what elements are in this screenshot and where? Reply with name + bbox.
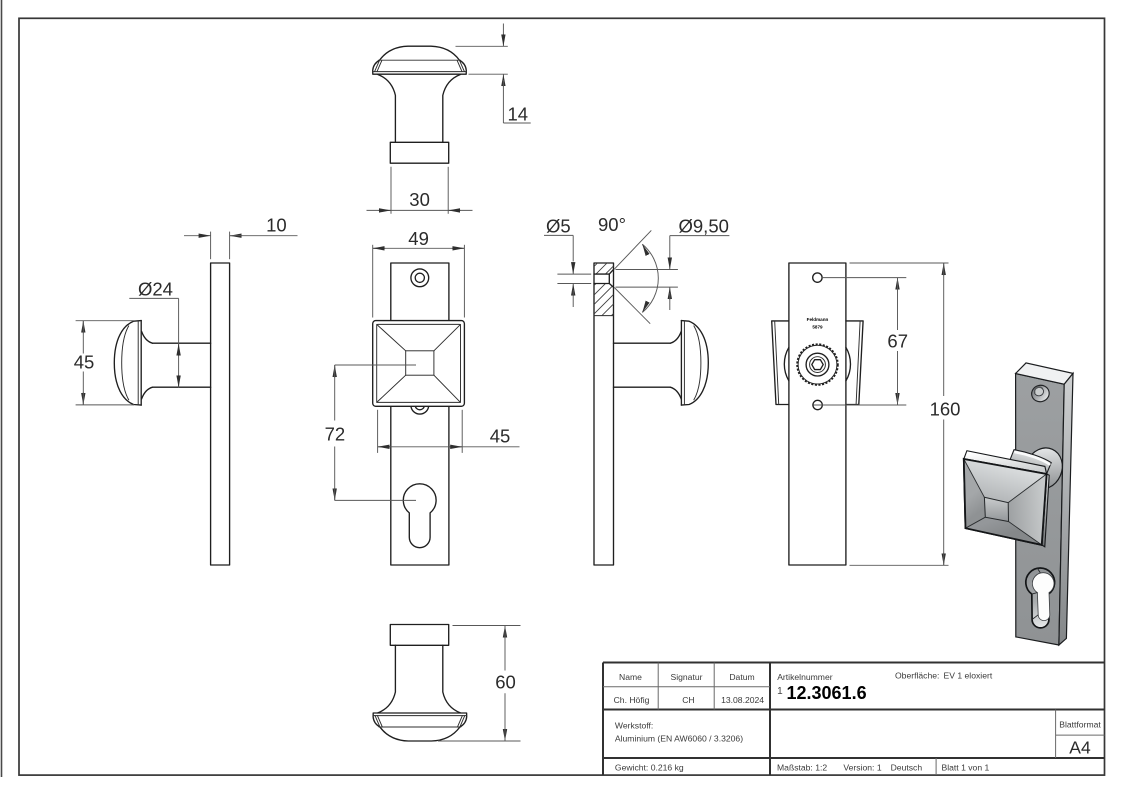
titleblock-scale: Maßstab: 1:2 <box>777 762 827 772</box>
dim-text-cap-height: 14 <box>508 104 529 125</box>
dim-72: 72 <box>325 364 416 501</box>
view-side-left: 10 Ø24 45 <box>74 214 298 566</box>
rear-stamp-line2: 5879 <box>812 324 823 329</box>
view-knob-bottom: 60 <box>372 623 521 742</box>
dim-text-plate-thickness: 10 <box>266 214 287 235</box>
dim-text-countersink-diameter: Ø9,50 <box>679 215 729 236</box>
view-3d <box>962 362 1075 647</box>
title-block: Name Signatur Datum Ch. Höfig CH 13.08.2… <box>602 661 1105 775</box>
dim-30: 30 <box>366 166 473 214</box>
titleblock-material-label: Werkstoff: <box>615 720 653 730</box>
title-block-texts: Name Signatur Datum Ch. Höfig CH 13.08.2… <box>614 671 1102 773</box>
titleblock-surface-value: EV 1 eloxiert <box>944 671 993 681</box>
dim-text-total-height: 60 <box>495 672 516 693</box>
3d-keyhole <box>1024 567 1056 629</box>
titleblock-format-value: A4 <box>1069 737 1091 757</box>
dim-160: 160 <box>849 262 961 566</box>
titleblock-signature-value: CH <box>682 695 694 705</box>
3d-knob <box>962 450 1050 548</box>
dim-text-knob-base-width: 45 <box>490 426 511 447</box>
titleblock-material-value: Aluminium (EN AW6060 / 3.3206) <box>615 734 743 744</box>
dim-countersink-diameter: Ø9,50 <box>615 215 730 310</box>
dim-text-knob-height-side: 45 <box>74 352 95 373</box>
3d-screw-hole <box>1031 384 1050 403</box>
titleblock-version: Version: 1 <box>843 762 881 772</box>
titleblock-article-number: 12.3061.6 <box>787 683 867 703</box>
dim-text-center-distance: 72 <box>325 423 346 444</box>
front-top-screw-countersink <box>410 268 430 288</box>
rear-hex-socket <box>811 358 824 371</box>
view-rear: Feldmann 5879 67 160 <box>771 262 961 566</box>
dim-text-knob-width: 49 <box>408 228 429 249</box>
dim-countersink-angle: 90° <box>598 214 659 325</box>
title-block-lines <box>602 661 1105 775</box>
dim-49: 49 <box>372 228 465 318</box>
titleblock-signature-label: Signatur <box>670 672 702 682</box>
view-front: 49 72 45 <box>325 228 520 566</box>
dim-text-neck-diameter: Ø24 <box>138 278 173 299</box>
side-left-geometry <box>113 262 231 566</box>
dim-text-hole-spacing: 67 <box>887 331 908 352</box>
titleblock-format-label: Blattformat <box>1059 720 1101 730</box>
titleblock-date-value: 13.08.2024 <box>721 695 764 705</box>
dim-text-hole-diameter: Ø5 <box>546 215 571 236</box>
titleblock-surface-label: Oberfläche: <box>895 671 939 681</box>
dim-neck-diameter: Ø24 <box>129 278 181 388</box>
titleblock-article-prefix: 1 <box>777 686 783 697</box>
titleblock-name-value: Ch. Höfig <box>614 695 650 705</box>
dim-45-front: 45 <box>377 409 520 453</box>
front-euro-cylinder-hole <box>402 483 437 549</box>
dim-60: 60 <box>438 625 521 742</box>
dim-text-base-width: 30 <box>409 189 430 210</box>
dim-hole-diameter: Ø5 <box>544 215 592 307</box>
titleblock-weight: Gewicht: 0.216 kg <box>615 762 684 772</box>
knob-bottom-geometry <box>372 623 468 742</box>
rear-serrated-ring <box>796 343 839 386</box>
front-top-screw-hole <box>414 272 426 284</box>
dim-text-plate-height: 160 <box>930 398 961 419</box>
rear-geometry: Feldmann 5879 <box>771 262 864 566</box>
front-geometry <box>372 262 466 566</box>
dim-text-countersink-angle: 90° <box>598 214 626 235</box>
rear-stamp-line1: Feldmann <box>807 317 829 322</box>
view-section: Ø5 90° Ø9,50 <box>544 214 730 566</box>
dim-45-side: 45 <box>74 320 134 406</box>
titleblock-sheet: Blatt 1 von 1 <box>942 762 990 772</box>
knob-top-geometry <box>372 45 467 164</box>
dim-10: 10 <box>184 214 298 260</box>
titleblock-name-label: Name <box>619 672 642 682</box>
section-geometry <box>593 262 709 566</box>
view-knob-top: 30 14 <box>366 23 531 214</box>
rear-plate <box>788 262 847 566</box>
dim-14: 14 <box>455 23 531 125</box>
dim-67: 67 <box>813 277 908 406</box>
titleblock-date-label: Datum <box>729 672 754 682</box>
titleblock-language: Deutsch <box>891 762 923 772</box>
drawing-frame <box>18 17 1106 776</box>
titleblock-article-label: Artikelnummer <box>777 672 833 682</box>
